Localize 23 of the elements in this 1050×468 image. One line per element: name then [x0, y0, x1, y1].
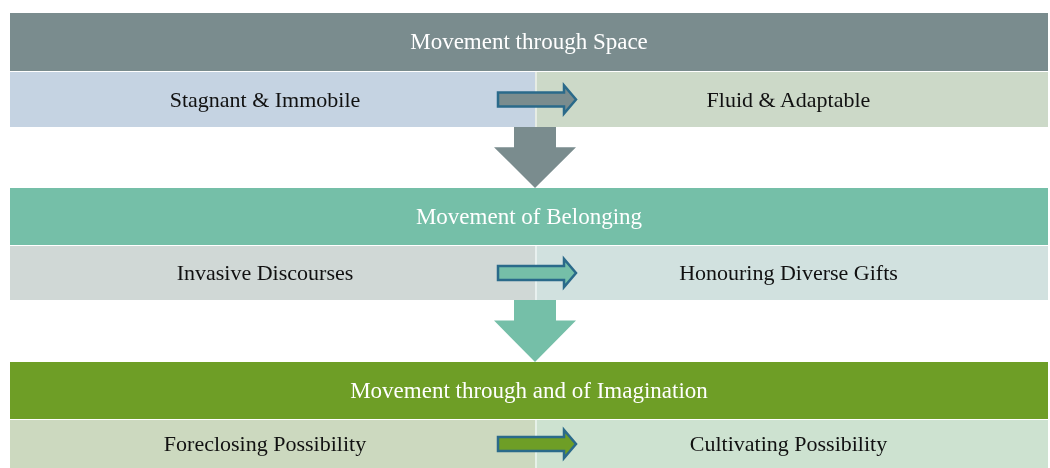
down-block-arrow [494, 127, 576, 188]
state-label: Honouring Diverse Gifts [679, 260, 898, 286]
section-header-band [10, 362, 1048, 419]
right-block-arrow [496, 255, 578, 291]
state-label: Cultivating Possibility [689, 431, 888, 457]
state-box [535, 72, 1048, 127]
state-label: Fluid & Adaptable [706, 86, 871, 113]
section-title: Movement of Belonging [415, 203, 643, 230]
state-label: Stagnant & Immobile [169, 86, 361, 113]
state-box [10, 246, 535, 300]
state-box [535, 246, 1048, 300]
state-box [10, 72, 535, 127]
section-header-band [10, 13, 1048, 71]
section-title: Movement through and of Imagination [350, 377, 708, 404]
section-title: Movement through Space [410, 29, 648, 55]
state-box [10, 420, 535, 468]
state-label: Invasive Discourses [176, 260, 354, 286]
down-block-arrow [494, 300, 576, 362]
section-header-band [10, 188, 1048, 245]
right-block-arrow [496, 82, 578, 117]
right-block-arrow [496, 426, 578, 462]
state-box [535, 420, 1048, 468]
state-label: Foreclosing Possibility [163, 431, 367, 457]
